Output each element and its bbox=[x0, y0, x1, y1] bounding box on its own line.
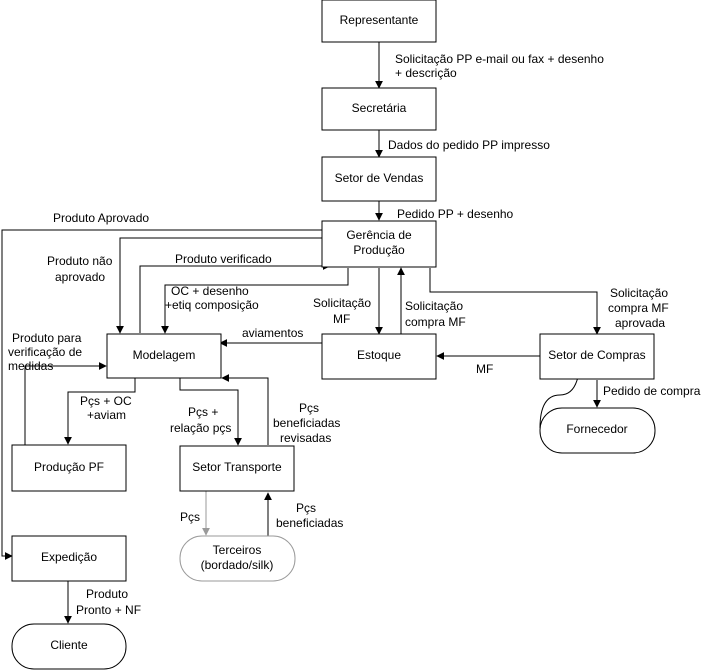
label-pcs-beneficiadas-revisadas-2: beneficiadas bbox=[273, 416, 340, 430]
node-estoque: Estoque bbox=[321, 333, 437, 380]
label-vendas-ger: Pedido PP + desenho bbox=[397, 207, 514, 221]
label-pcs-relacao-2: relação pçs bbox=[170, 421, 231, 435]
edge-solicitacao-compra-mf-aprovada bbox=[429, 268, 601, 335]
label-oc-desenho-1: OC + desenho bbox=[171, 284, 249, 298]
node-setor-vendas-label: Setor de Vendas bbox=[335, 171, 424, 185]
label-solicitacao-mf-1: Solicitação bbox=[313, 296, 371, 310]
node-setor-transporte-label: Setor Transporte bbox=[192, 460, 282, 474]
label-pcs-beneficiadas-revisadas-3: revisadas bbox=[280, 431, 331, 445]
label-pedido-compra: Pedido de compra bbox=[603, 384, 701, 398]
node-estoque-label: Estoque bbox=[357, 348, 401, 362]
node-expedicao: Expedição bbox=[11, 535, 127, 582]
node-setor-vendas: Setor de Vendas bbox=[321, 156, 437, 202]
label-pcs-relacao-1: Pçs + bbox=[188, 405, 218, 419]
node-setor-transporte: Setor Transporte bbox=[179, 445, 295, 492]
label-produto-aprovado: Produto Aprovado bbox=[53, 211, 149, 225]
label-oc-desenho-2: +etiq composição bbox=[165, 298, 259, 312]
label-pcs-oc-aviam-1: Pçs + OC bbox=[80, 394, 132, 408]
edge-produto-nao-aprovado bbox=[116, 237, 322, 334]
node-modelagem: Modelagem bbox=[106, 333, 222, 379]
edge-produto-verificado bbox=[139, 262, 331, 333]
edge-pcs-oc-aviam bbox=[64, 378, 136, 445]
label-aviamentos: aviamentos bbox=[242, 326, 303, 340]
label-rep-sec-2: + descrição bbox=[395, 66, 457, 80]
node-secretaria: Secretária bbox=[321, 87, 437, 131]
label-produto-nao-aprovado-1: Produto não bbox=[47, 254, 113, 268]
node-producao-pf: Produção PF bbox=[11, 444, 127, 492]
edge-oc-desenho bbox=[161, 268, 349, 334]
label-produto-pronto-nf-2: Pronto + NF bbox=[76, 603, 141, 617]
label-solicitacao-compra-mf-1: Solicitação bbox=[405, 299, 463, 313]
node-secretaria-label: Secretária bbox=[352, 101, 407, 115]
node-setor-compras: Setor de Compras bbox=[539, 333, 655, 380]
label-solicitacao-mf-2: MF bbox=[333, 312, 350, 326]
node-expedicao-label: Expedição bbox=[41, 550, 97, 564]
node-terceiros: Terceiros (bordado/silk) bbox=[179, 535, 296, 582]
node-gerencia-producao-label-2: Produção bbox=[353, 243, 405, 257]
label-produto-para-verificacao-3: medidas bbox=[8, 359, 53, 373]
label-produto-verificado: Produto verificado bbox=[175, 252, 272, 266]
label-pcs-beneficiadas-revisadas-1: Pçs bbox=[299, 401, 319, 415]
edge-produto-para-verificacao bbox=[24, 362, 107, 445]
label-produto-para-verificacao-2: verificação de bbox=[8, 345, 82, 359]
node-producao-pf-label: Produção PF bbox=[34, 460, 104, 474]
label-pcs: Pçs bbox=[180, 510, 200, 524]
node-cliente: Cliente bbox=[11, 623, 127, 670]
node-setor-compras-label: Setor de Compras bbox=[548, 348, 645, 362]
edge-pcs-relacao bbox=[179, 378, 242, 446]
label-mf: MF bbox=[476, 362, 493, 376]
node-terceiros-label-2: (bordado/silk) bbox=[201, 558, 274, 572]
node-gerencia-producao-label-1: Gerência de bbox=[346, 228, 412, 242]
node-fornecedor-label: Fornecedor bbox=[566, 422, 627, 436]
label-produto-para-verificacao-1: Produto para bbox=[12, 331, 82, 345]
label-pcs-oc-aviam-2: +aviam bbox=[87, 408, 126, 422]
label-solicitacao-compra-mf-2: compra MF bbox=[405, 315, 466, 329]
node-representante-label: Representante bbox=[340, 13, 419, 27]
node-cliente-label: Cliente bbox=[50, 638, 88, 652]
label-solicitacao-compra-mf-aprovada-3: aprovada bbox=[615, 316, 665, 330]
label-pcs-beneficiadas-2: beneficiadas bbox=[276, 516, 343, 530]
node-representante: Representante bbox=[321, 0, 437, 43]
edge-pcs-beneficiadas-revisadas bbox=[221, 374, 269, 445]
node-fornecedor: Fornecedor bbox=[539, 407, 656, 454]
label-solicitacao-compra-mf-aprovada-2: compra MF bbox=[608, 301, 669, 315]
node-modelagem-label: Modelagem bbox=[133, 348, 196, 362]
label-produto-pronto-nf-1: Produto bbox=[86, 587, 128, 601]
label-solicitacao-compra-mf-aprovada-1: Solicitação bbox=[610, 286, 668, 300]
label-pcs-beneficiadas-1: Pçs bbox=[296, 501, 316, 515]
label-rep-sec-1: Solicitação PP e-mail ou fax + desenho bbox=[395, 52, 604, 66]
node-terceiros-label-1: Terceiros bbox=[213, 543, 262, 557]
label-produto-nao-aprovado-2: aprovado bbox=[55, 270, 105, 284]
edge-produto-aprovado bbox=[1, 229, 322, 560]
label-sec-vendas: Dados do pedido PP impresso bbox=[388, 138, 550, 152]
node-gerencia-producao: Gerência de Produção bbox=[321, 220, 437, 268]
